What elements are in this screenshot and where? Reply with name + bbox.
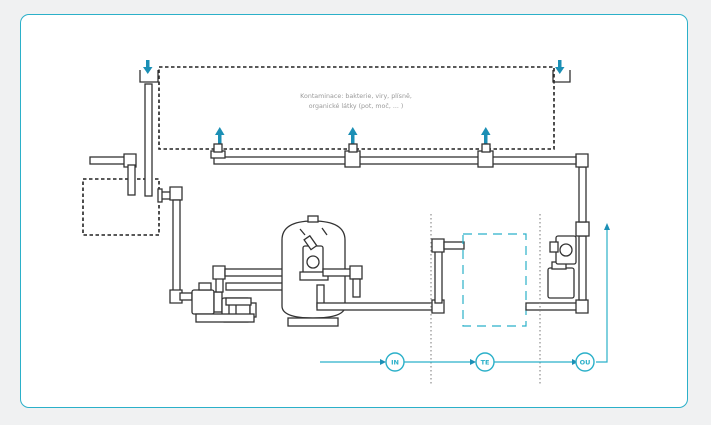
right-riser-upper	[578, 166, 587, 223]
treated-water-pipe	[525, 302, 582, 311]
return-line	[316, 302, 438, 311]
pipe-elbow	[431, 238, 445, 253]
flow-arrow-icon	[604, 223, 610, 230]
station-label: IN	[391, 359, 399, 367]
pipe-elbow	[169, 186, 183, 201]
flow-arrow-icon	[380, 359, 386, 365]
contamination-caption-line1: Kontaminace: bakterie, viry, plísně,	[300, 92, 412, 100]
up-arrow-icon	[481, 127, 491, 144]
up-arrow-icon	[215, 127, 225, 144]
pipe-elbow	[575, 153, 589, 168]
pump-inlet	[179, 292, 193, 301]
pump-return-pipe	[225, 297, 252, 306]
filter-bypass-pipe	[225, 282, 289, 291]
contamination-caption-line2: organické látky (pot, moč, ... )	[309, 102, 404, 110]
up-arrow-icon	[348, 127, 358, 144]
suction-riser	[172, 199, 181, 293]
inlet-nozzle	[344, 143, 361, 168]
heater-inlet-pipe	[443, 241, 465, 250]
station-label: OU	[580, 359, 591, 367]
injection-point	[575, 221, 590, 237]
pipe-elbow	[169, 289, 183, 304]
flow-arrow-icon	[572, 359, 578, 365]
inlet-header-pipe	[213, 156, 577, 165]
skimmer-left	[139, 70, 159, 83]
balance-tank-outline	[82, 178, 160, 236]
flow-line	[596, 228, 608, 363]
main-drain-pipe	[89, 156, 129, 165]
inlet-nozzle	[210, 143, 226, 159]
pipe-elbow	[123, 153, 137, 168]
dosing-pump-icon	[547, 235, 577, 299]
suction-flange	[157, 188, 163, 203]
station-badge-te: TE	[475, 352, 495, 372]
pipe-elbow	[575, 299, 589, 314]
sand-filter-icon	[281, 215, 346, 327]
skimmer-right	[552, 70, 571, 83]
station-label: TE	[481, 359, 490, 367]
pipe-elbow	[349, 265, 363, 280]
pipe-elbow	[212, 265, 226, 280]
return-riser	[434, 247, 443, 304]
diagram-frame	[20, 14, 688, 408]
filter-outlet-pipe	[322, 268, 354, 277]
skimmer-pipe	[144, 83, 153, 197]
down-arrow-icon	[143, 60, 153, 74]
inlet-nozzle	[477, 143, 494, 168]
station-badge-ou: OU	[575, 352, 595, 372]
drain-riser	[127, 164, 136, 196]
station-badge-in: IN	[385, 352, 405, 372]
heat-exchanger-placeholder	[462, 233, 527, 327]
down-arrow-icon	[555, 60, 565, 74]
flow-arrow-icon	[470, 359, 476, 365]
filter-outlet-riser	[352, 278, 361, 298]
right-riser-lower	[578, 235, 587, 301]
